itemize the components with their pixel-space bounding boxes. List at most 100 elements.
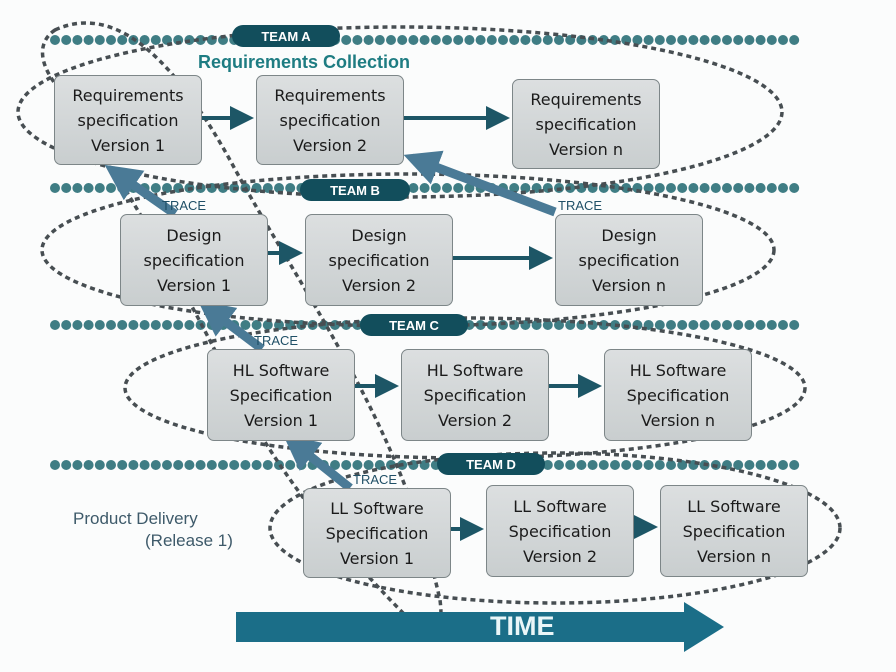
separator-dot [755,460,766,470]
box-line: HL Software [629,360,727,380]
separator-dot [733,183,744,193]
separator-dot [464,35,475,45]
separator-dot [430,35,441,45]
separator-dot [251,320,262,330]
separator-dot [789,183,800,193]
separator-dot [710,35,721,45]
separator-dot [755,183,766,193]
separator-dot [766,183,777,193]
separator-dot [744,35,755,45]
separator-dot [162,460,172,470]
product-delivery-line2: (Release 1) [145,531,233,550]
separator-dot [654,460,665,470]
separator-dot [677,183,688,193]
product-delivery-label: Product Delivery (Release 1) [73,508,233,552]
version-flow-arrows [200,106,658,541]
team-b-badge: TEAM B [300,179,410,201]
separator-dot [453,35,464,45]
separator-dot [654,183,665,193]
separator-dot [744,183,755,193]
box-line: Design [601,225,657,245]
separator-dot [206,460,217,470]
separator-dot [778,183,788,193]
separator-dot [419,35,430,45]
trace-label: TRACE [558,198,603,213]
phase-title: Requirements Collection [198,52,411,72]
separator-dot [94,183,105,193]
box-line: Requirements [530,89,642,109]
separator-dot [789,320,800,330]
separator-dot [576,460,587,470]
separator-dot [710,320,721,330]
separator-dot [621,460,632,470]
separator-dot [61,460,72,470]
separator-dot [587,460,598,470]
separator-dot [128,320,139,330]
trace-label: TRACE [254,333,299,348]
separator-dot [766,460,777,470]
separator-dot [789,460,800,470]
separator-dot [229,460,240,470]
separator-dot [408,183,419,193]
box-line: Specification [682,521,786,541]
separator-dot [744,460,755,470]
separator-dot [677,35,688,45]
separator-dot [610,460,620,470]
separator-dot [565,460,576,470]
team-a-badge: TEAM A [232,25,340,47]
separator-dot [72,183,83,193]
separator-dot [408,35,419,45]
separator-dot [386,35,396,45]
separator-dot [106,460,116,470]
box-line: specification [328,250,430,270]
separator-dot [666,35,676,45]
separator-dot [117,460,128,470]
trace-label: TRACE [353,472,398,487]
box-line: Specification [626,385,730,405]
team-d-scope-ellipse [268,451,842,605]
box-line: Version 2 [522,546,598,566]
separator-dot [61,183,72,193]
separator-dot [285,460,296,470]
box-line: specification [279,110,381,130]
separator-dot [195,460,206,470]
box-line: Version n [640,410,716,430]
separator-dot [632,460,643,470]
separator-dot [654,320,665,330]
separator-dot [72,320,83,330]
separator-dot [430,183,441,193]
trace-arrow [197,300,265,353]
separator-dot [442,183,452,193]
separator-dot [419,183,430,193]
separator-dot [778,35,788,45]
box-line: Version 1 [339,548,415,568]
separator-dot [531,35,542,45]
box-line: Version n [591,275,667,295]
separator-dot [554,35,564,45]
separator-dot [520,183,531,193]
separator-dot [643,35,654,45]
box-line: Version 2 [292,135,368,155]
separator-dot [733,460,744,470]
trace-label: TRACE [162,198,207,213]
team-a-scope-ellipse [16,25,784,199]
separator-dot [475,320,486,330]
separator-dot [688,320,699,330]
separator-dot [666,460,676,470]
separator-dot [117,320,128,330]
separator-dot [206,320,217,330]
separator-dot [50,320,60,330]
separator-dot [184,460,195,470]
